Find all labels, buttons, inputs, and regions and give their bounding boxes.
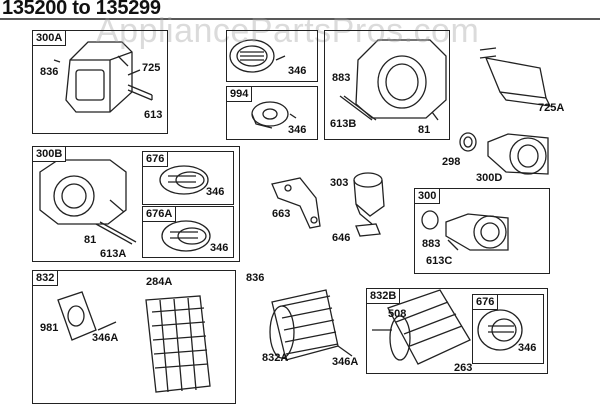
screen-832-drawing: [57, 291, 211, 393]
group-676-bottom: 676: [472, 294, 544, 364]
muffler-300-drawing: [421, 210, 509, 251]
part-346: 346: [518, 342, 537, 354]
group-label: 676A: [143, 207, 177, 222]
part-303: 303: [330, 177, 349, 189]
part-346: 346: [206, 186, 225, 198]
part-346: 346: [288, 65, 307, 77]
part-981: 981: [40, 322, 59, 334]
part-346A: 346A: [92, 332, 119, 344]
part-284A: 284A: [146, 276, 173, 288]
group-label: 994: [227, 87, 253, 102]
group-label: 832: [33, 271, 59, 286]
guard-676A-drawing: [161, 220, 211, 252]
part-298: 298: [442, 156, 461, 168]
muffler-883-drawing: [339, 39, 447, 121]
part-613A: 613A: [100, 248, 127, 260]
muffler-300B-drawing: [39, 159, 137, 245]
part-81: 81: [84, 234, 97, 246]
part-832A: 832A: [262, 352, 289, 364]
group-label: 676: [143, 152, 169, 167]
group-832: 832: [32, 270, 236, 404]
muffler-300A-drawing: [53, 41, 153, 113]
guard-346-drawing: [229, 39, 286, 73]
group-label: 832B: [367, 289, 401, 304]
group-300B: 300B: [32, 146, 240, 262]
part-883: 883: [422, 238, 441, 250]
group-300A: 300A: [32, 30, 168, 134]
part-346: 346: [288, 124, 307, 136]
page-title: 135200 to 135299: [2, 0, 161, 19]
screen-832B-drawing: [372, 289, 471, 365]
guard-676-drawing: [159, 165, 209, 195]
part-646: 646: [332, 232, 351, 244]
group-300: 300: [414, 188, 550, 274]
part-346: 346: [210, 242, 229, 254]
bracket-663-drawing: [271, 177, 321, 229]
muffler-300D-drawing: [459, 132, 549, 175]
part-263: 263: [454, 362, 473, 374]
elbow-303-drawing: [353, 172, 385, 237]
part-81: 81: [418, 124, 431, 136]
group-label: 676: [473, 295, 499, 310]
group-676A: 676A: [142, 206, 234, 258]
group-832B: 832B: [366, 288, 548, 374]
part-613C: 613C: [426, 255, 453, 267]
part-300D: 300D: [476, 172, 503, 184]
group-label: 300A: [33, 31, 67, 46]
group-676: 676: [142, 151, 234, 205]
part-725: 725: [142, 62, 161, 74]
part-613B: 613B: [330, 118, 357, 130]
part-663: 663: [272, 208, 291, 220]
group-label: 300B: [33, 147, 67, 162]
group-883: [324, 30, 450, 140]
part-613: 613: [144, 109, 163, 121]
screen-832A-drawing: [269, 289, 353, 361]
group-994: 994: [226, 86, 318, 140]
part-346A: 346A: [332, 356, 359, 368]
deflector-994-drawing: [251, 101, 297, 129]
watermark: AppliancePartsPros.com: [96, 12, 480, 50]
part-836: 836: [40, 66, 59, 78]
bracket-725A-drawing: [479, 47, 552, 107]
guard-676-bottom-drawing: [477, 309, 523, 351]
part-725A: 725A: [538, 102, 565, 114]
part-508: 508: [388, 308, 407, 320]
group-label: 300: [415, 189, 441, 204]
part-883: 883: [332, 72, 351, 84]
part-836: 836: [246, 272, 265, 284]
group-top-guard: [226, 30, 318, 82]
